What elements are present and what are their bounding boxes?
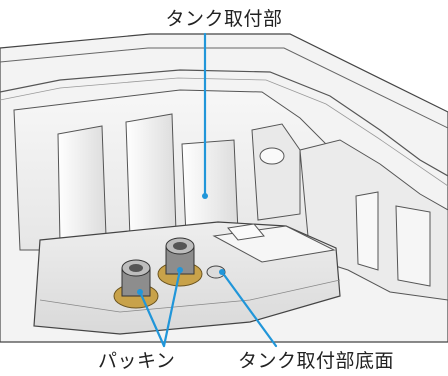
label-packing: パッキン [98, 350, 176, 372]
leader-line-packing-1 [138, 290, 166, 348]
leader-line-packing-2 [162, 268, 182, 348]
leader-line-tank-mount-bottom [220, 270, 278, 348]
leader-lines [137, 32, 278, 348]
leader-dot-tank-mount-bottom [219, 269, 225, 275]
label-tank-mount: タンク取付部 [165, 8, 283, 30]
leader-dot-tank-mount [202, 193, 208, 199]
side-wall [299, 139, 448, 301]
label-tank-mount-bottom: タンク取付部底面 [238, 350, 395, 372]
